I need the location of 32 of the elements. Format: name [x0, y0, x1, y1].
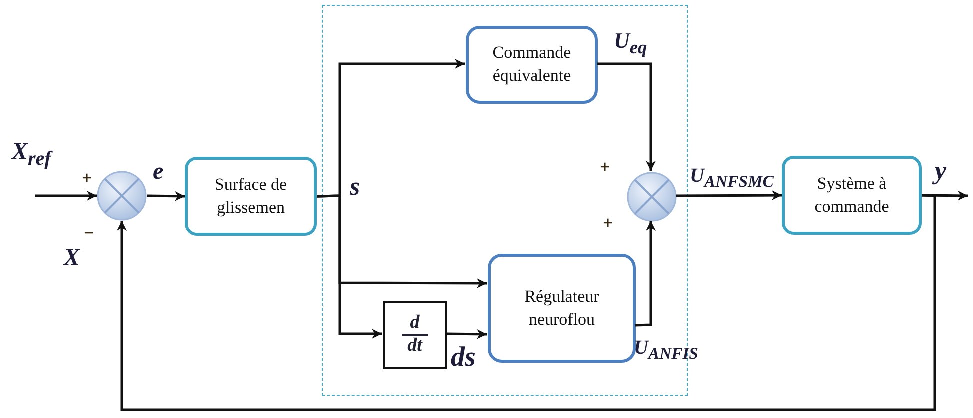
arrow	[446, 329, 488, 340]
edge-label: s	[350, 174, 360, 200]
arrow	[316, 194, 382, 339]
edge-label: X	[64, 246, 80, 270]
fraction-text: d	[409, 313, 421, 334]
edge-label: U$_{eq}$	[614, 30, 648, 57]
sign-label: +	[603, 214, 614, 232]
fraction-text: dt	[402, 334, 428, 357]
process-box	[782, 156, 922, 235]
box-label: Commande équivalente	[492, 42, 572, 87]
arrow	[35, 191, 97, 201]
arrow	[676, 190, 782, 201]
arrow	[634, 221, 656, 327]
edge-label: ds	[451, 344, 476, 372]
sign-label: +	[600, 158, 610, 176]
edge-label: y	[935, 158, 947, 184]
edge-label: e	[153, 160, 164, 184]
sign-label: +	[82, 169, 92, 187]
edge-label: U$_{ANFIS}$	[634, 338, 698, 363]
arrow	[117, 194, 936, 412]
box-label: Régulateur neuroflou	[524, 286, 600, 330]
box-label: Surface de glissemen	[214, 174, 288, 219]
process-box	[488, 254, 636, 363]
edge-label: U$_{ANFSMC}$	[690, 166, 774, 191]
derivative-block	[383, 301, 447, 369]
box-label: Système à commande	[814, 172, 890, 218]
process-box	[185, 157, 317, 236]
edge-label: X$_{ref}$	[12, 140, 52, 169]
arrow	[146, 191, 186, 202]
sign-label: −	[84, 224, 94, 242]
process-box	[466, 26, 598, 104]
arrow	[597, 62, 656, 171]
